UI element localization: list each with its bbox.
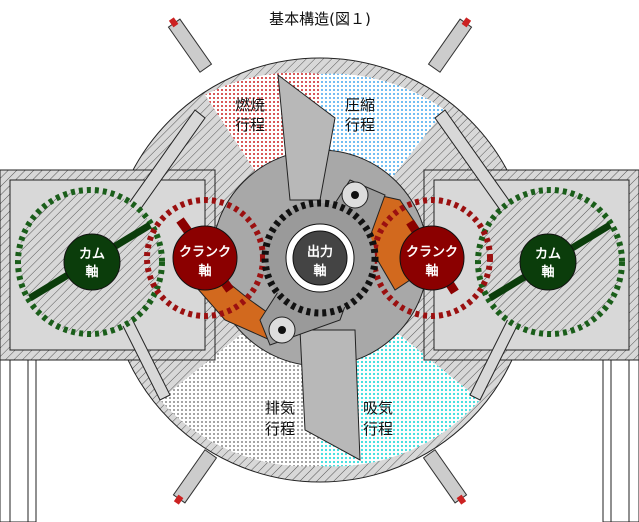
- right-crank-shaft: [399, 225, 465, 291]
- lower-vane: [299, 329, 361, 461]
- left-crank-gear: [144, 197, 266, 319]
- right-outlet-pipe: [602, 359, 639, 522]
- output-label-2: 軸: [313, 263, 326, 279]
- cam-left-label-2: 軸: [85, 264, 98, 280]
- exhaust-label-2: 行程: [265, 420, 295, 438]
- spark-plug-bottom-right: [422, 449, 468, 505]
- combustion-label-1: 燃焼: [235, 96, 265, 114]
- output-label-1: 出力: [307, 244, 333, 260]
- intake-label-2: 行程: [363, 420, 393, 438]
- crank-right-label-2: 軸: [425, 263, 438, 279]
- left-outlet-pipe: [0, 359, 37, 522]
- left-crank-shaft: [172, 225, 238, 291]
- left-cam-shaft: [63, 233, 121, 291]
- crank-left-label-1: クランク: [179, 245, 231, 260]
- output-shaft: [292, 230, 348, 286]
- spark-plug-top-right: [427, 17, 473, 73]
- spark-plug-bottom-left: [172, 449, 218, 505]
- compression-label-2: 行程: [345, 116, 375, 134]
- crank-left-label-2: 軸: [198, 263, 211, 279]
- compression-label-1: 圧縮: [345, 96, 375, 114]
- cam-right-label-1: カム: [535, 247, 561, 262]
- diagram-title: 基本構造(図１): [269, 10, 371, 28]
- spark-plug-top-left: [167, 17, 213, 73]
- cam-right-label-2: 軸: [541, 264, 554, 280]
- right-cam-shaft: [519, 233, 577, 291]
- cam-left-label-1: カム: [79, 247, 105, 262]
- right-crank-gear: [371, 197, 493, 319]
- crank-right-label-1: クランク: [406, 245, 458, 260]
- exhaust-label-1: 排気: [265, 399, 295, 417]
- combustion-label-2: 行程: [235, 116, 265, 134]
- intake-label-1: 吸気: [363, 399, 393, 417]
